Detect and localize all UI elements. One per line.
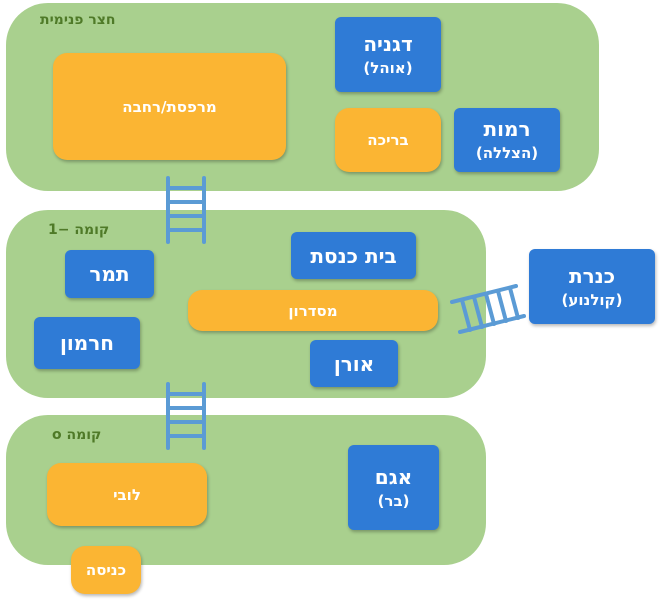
room-tamar[interactable]: תמר <box>65 250 154 298</box>
room-hermon[interactable]: חרמון <box>34 317 140 369</box>
room-beit-kneset-name: בית כנסת <box>310 243 397 268</box>
room-beit-kneset[interactable]: בית כנסת <box>291 232 416 279</box>
zone-label-floor-0: קומה ο <box>52 427 102 443</box>
room-ramot-sub: (הצללה) <box>475 144 539 162</box>
room-breicha[interactable]: בריכה <box>335 108 441 172</box>
room-agam-sub: (בר) <box>377 491 410 510</box>
room-misdaron[interactable]: מסדרון <box>188 290 438 331</box>
room-mirpeset-name: מרפסת/רחבה <box>122 97 217 116</box>
room-kinneret[interactable]: כנרת (קולנוע) <box>529 249 655 324</box>
room-agam-name: אגם <box>374 464 413 489</box>
room-knisa[interactable]: כניסה <box>71 546 141 594</box>
room-tamar-name: תמר <box>89 262 130 286</box>
room-oren-name: אורן <box>333 351 375 376</box>
room-kinneret-sub: (קולנוע) <box>561 290 623 309</box>
room-knisa-name: כניסה <box>85 561 127 579</box>
room-degania-name: דגניה <box>363 31 413 56</box>
room-kinneret-name: כנרת <box>568 263 616 288</box>
ladder-icon <box>166 176 206 244</box>
room-ramot-name: רמות <box>483 117 531 141</box>
room-lobby-name: לובי <box>113 485 141 504</box>
room-degania[interactable]: דגניה (אוהל) <box>335 17 441 92</box>
room-misdaron-name: מסדרון <box>288 301 338 320</box>
ladder-icon <box>450 284 526 334</box>
room-mirpeset[interactable]: מרפסת/רחבה <box>53 53 286 160</box>
room-oren[interactable]: אורן <box>310 340 398 387</box>
room-agam[interactable]: אגם (בר) <box>348 445 439 530</box>
room-lobby[interactable]: לובי <box>47 463 207 526</box>
zone-label-courtyard: חצר פנימית <box>40 12 116 28</box>
room-ramot[interactable]: רמות (הצללה) <box>454 108 560 172</box>
room-hermon-name: חרמון <box>60 331 114 355</box>
room-breicha-name: בריכה <box>367 131 409 149</box>
ladder-icon <box>166 382 206 450</box>
room-degania-sub: (אוהל) <box>363 58 413 77</box>
zone-label-floor-minus1: קומה −1 <box>48 222 110 238</box>
